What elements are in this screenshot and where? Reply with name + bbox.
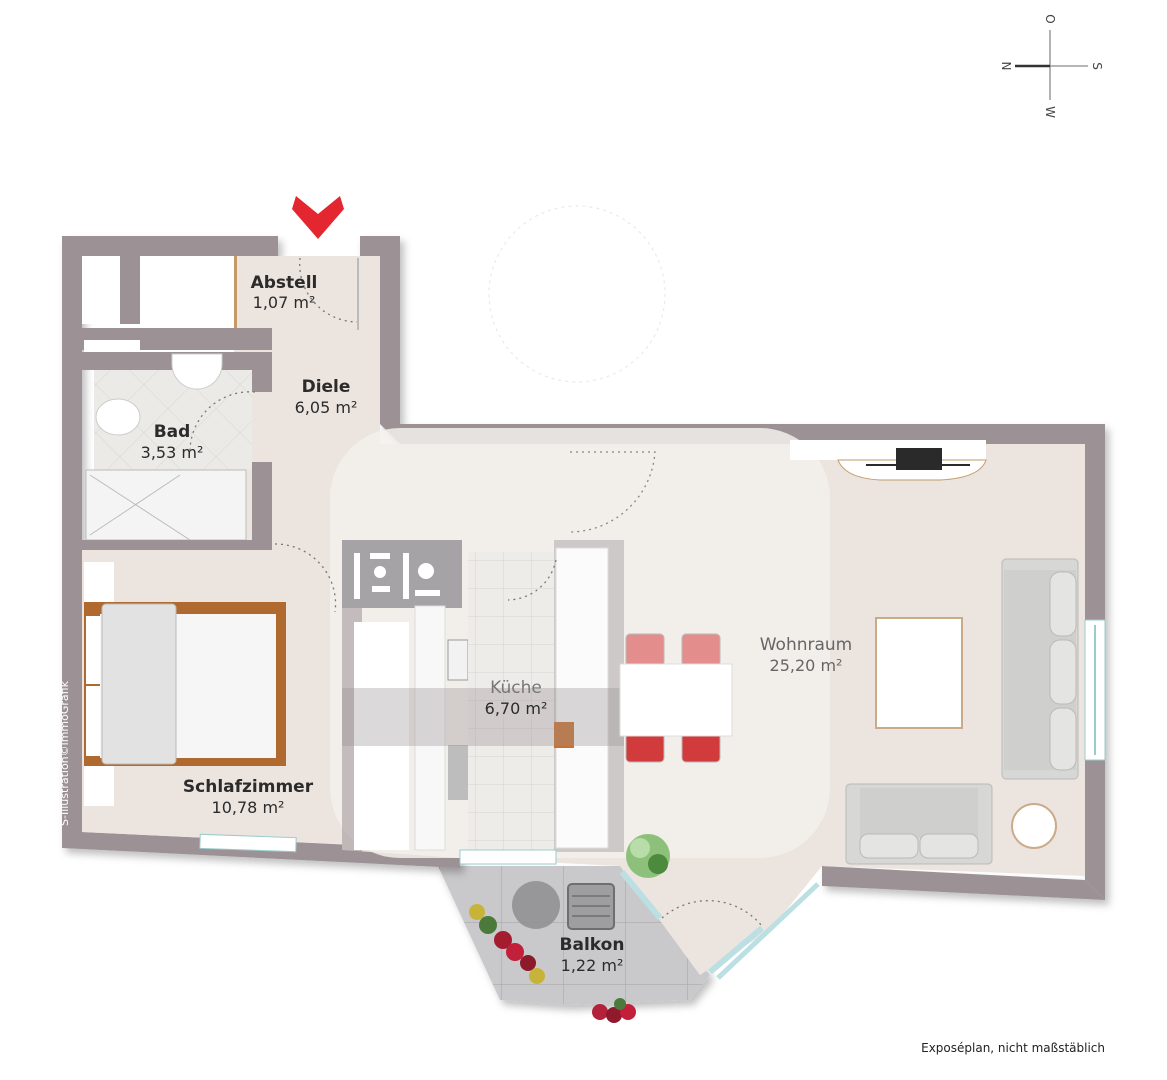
room-label-kueche: Küche 6,70 m² [485, 678, 548, 718]
storage-area [62, 236, 272, 556]
compass-south-label: S [1090, 62, 1104, 70]
sofa-three-seat [1001, 558, 1079, 780]
plant-icon [626, 834, 670, 878]
kitchen-window [459, 849, 557, 865]
toilet-icon [95, 398, 141, 436]
svg-text:3,53 m²: 3,53 m² [141, 443, 204, 462]
room-label-bad: Bad 3,53 m² [141, 422, 204, 462]
svg-text:Küche: Küche [490, 678, 542, 698]
balcony-chair [567, 883, 615, 930]
svg-text:10,78 m²: 10,78 m² [212, 798, 285, 817]
sofa-two-seat [845, 783, 993, 865]
svg-text:6,70 m²: 6,70 m² [485, 699, 548, 718]
svg-text:1,22 m²: 1,22 m² [561, 956, 624, 975]
balcony-doors [619, 870, 820, 980]
bedroom-window [199, 833, 297, 853]
flower-box-icon [469, 904, 636, 1023]
bedroom-furniture [84, 543, 337, 806]
svg-text:Bad: Bad [154, 422, 191, 442]
decorative-circle [488, 205, 666, 383]
copyright-credit: Ṡ-Illustration©immoGrafik [58, 681, 71, 826]
kitchen [342, 540, 624, 856]
tv-unit [790, 440, 987, 481]
footer-note: Exposéplan, nicht maßstäblich [921, 1041, 1105, 1055]
bathroom [82, 352, 272, 550]
side-table [1011, 803, 1057, 849]
room-label-diele: Diele 6,05 m² [295, 377, 358, 417]
svg-text:Diele: Diele [302, 377, 351, 397]
balcony-table [512, 881, 560, 929]
svg-text:Wohnraum: Wohnraum [760, 635, 853, 655]
room-label-balkon: Balkon 1,22 m² [560, 935, 625, 975]
entrance-arrow-icon [292, 196, 344, 239]
room-label-wohnraum: Wohnraum 25,20 m² [760, 635, 853, 675]
compass-west-label: W [1043, 106, 1057, 118]
svg-text:Balkon: Balkon [560, 935, 625, 955]
svg-text:25,20 m²: 25,20 m² [770, 656, 843, 675]
compass: O N S W [999, 14, 1104, 118]
svg-text:Schlafzimmer: Schlafzimmer [183, 777, 314, 797]
coffee-table [875, 617, 963, 729]
room-label-abstell: Abstell 1,07 m² [251, 273, 318, 312]
dining-set [619, 633, 733, 763]
svg-text:6,05 m²: 6,05 m² [295, 398, 358, 417]
svg-text:Abstell: Abstell [251, 273, 318, 293]
compass-north-label: N [999, 62, 1013, 71]
svg-text:1,07 m²: 1,07 m² [253, 293, 316, 312]
bed-blanket [101, 603, 177, 765]
dining-table [619, 663, 733, 737]
tv-icon [896, 448, 942, 470]
compass-east-label: O [1043, 14, 1057, 23]
room-label-schlafzimmer: Schlafzimmer 10,78 m² [183, 777, 314, 817]
